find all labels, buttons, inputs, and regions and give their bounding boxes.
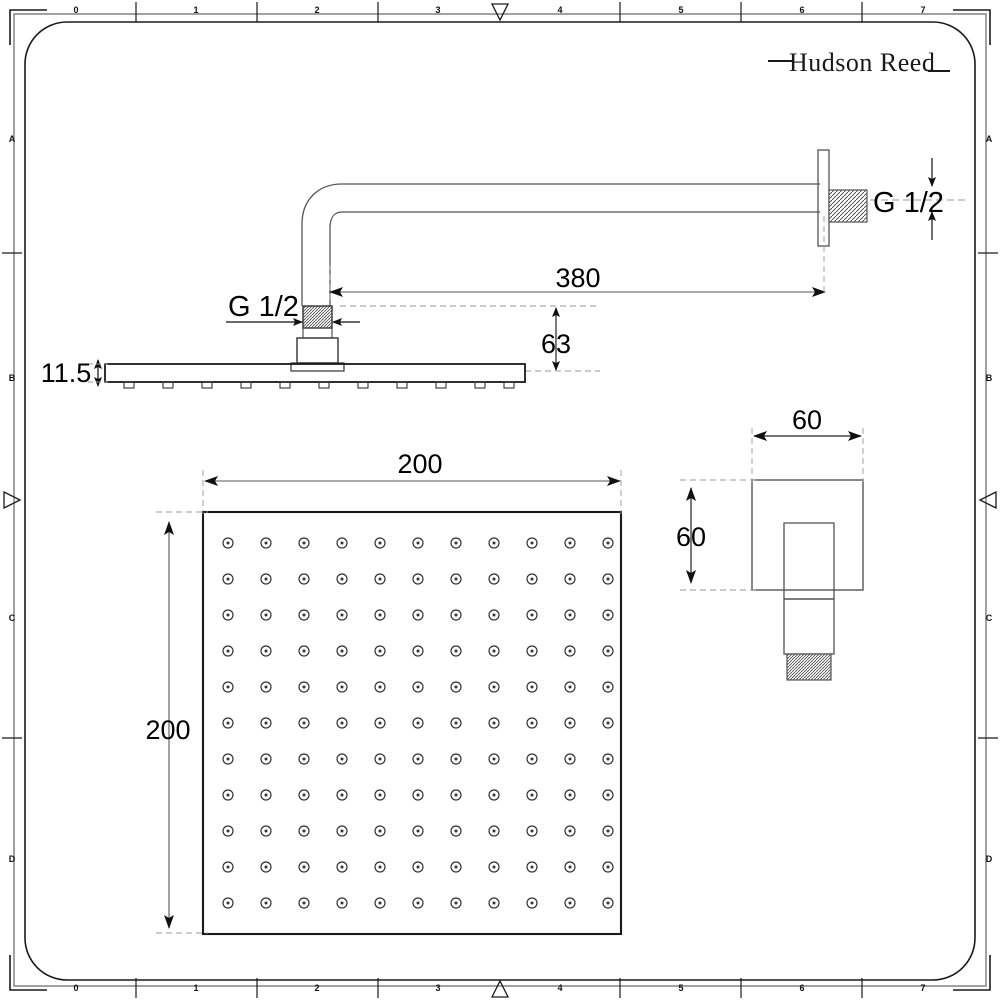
ruler-top-2: 2 (314, 5, 319, 15)
dimension-60-height (680, 479, 756, 591)
nozzle-grid (222, 537, 614, 909)
shower-arm-side-view: G 1/2 G 1/2 (226, 149, 965, 372)
head-outlet-connector (290, 305, 345, 372)
ruler-top-3: 3 (435, 5, 440, 15)
corner-registration-marks (9, 9, 991, 991)
dimension-380 (329, 215, 826, 300)
ruler-top-5: 5 (678, 5, 683, 15)
ruler-top-4: 4 (557, 5, 562, 15)
center-marker-left-icon (3, 490, 22, 510)
dimension-63-label: 63 (541, 329, 571, 359)
center-marker-bottom-icon (490, 979, 510, 998)
ruler-right-c: C (986, 613, 993, 623)
wall-inlet-thread (828, 189, 868, 223)
head-thread-label: G 1/2 (228, 291, 299, 323)
center-marker-top-icon (490, 3, 510, 22)
ruler-left-b: B (9, 373, 16, 383)
head-face-square (201, 510, 623, 936)
wall-thread-label: G 1/2 (873, 187, 944, 219)
ruler-bottom-4: 4 (557, 983, 562, 993)
head-plate-profile (104, 363, 526, 383)
ruler-bottom-7: 7 (920, 983, 925, 993)
ruler-right: A B C D (978, 134, 998, 864)
ruler-left-a: A (9, 134, 16, 144)
dimension-200-height-label: 200 (145, 715, 190, 745)
center-marker-right-icon (978, 490, 997, 510)
brand-name: Hudson Reed (789, 48, 935, 77)
ruler-bottom-1: 1 (193, 983, 198, 993)
dimension-60-width (751, 428, 864, 482)
dimension-11-5 (88, 359, 108, 387)
dimension-11-5-label: 11.5 (41, 358, 92, 388)
ruler-left-c: C (9, 613, 16, 623)
wall-thread-dimension (870, 158, 965, 240)
shower-head-plan-view: 200 200 (145, 449, 623, 936)
outlet-wall-plate (751, 479, 864, 591)
outlet-thread-tip (786, 653, 832, 681)
ruler-right-b: B (986, 373, 993, 383)
wall-outlet-elbow-view: 60 60 (676, 405, 864, 681)
ruler-top-6: 6 (799, 5, 804, 15)
ruler-top: 0 1 2 3 4 5 6 7 (73, 2, 926, 22)
ruler-bottom-2: 2 (314, 983, 319, 993)
ruler-top-0: 0 (73, 5, 78, 15)
outlet-collar (302, 327, 333, 339)
dimension-200-width (202, 470, 622, 514)
ruler-left: A B C D (2, 134, 22, 864)
dimension-63 (340, 305, 600, 372)
dimension-60-height-label: 60 (676, 522, 706, 552)
ruler-bottom-0: 0 (73, 983, 78, 993)
ruler-bottom: 0 1 2 3 4 5 6 7 (73, 978, 926, 998)
ruler-top-1: 1 (193, 5, 198, 15)
ruler-bottom-6: 6 (799, 983, 804, 993)
outlet-spout-upper (783, 522, 835, 600)
dimension-200-height (156, 511, 208, 934)
dimension-60-width-label: 60 (792, 405, 822, 435)
outlet-base (290, 362, 345, 372)
dimension-200-width-label: 200 (397, 449, 442, 479)
arm-elbow-inner (329, 211, 343, 306)
outlet-spout-lower (783, 598, 835, 655)
wall-flange (817, 149, 830, 247)
head-nozzle-tabs (123, 381, 515, 389)
ruler-bottom-5: 5 (678, 983, 683, 993)
brand-logo: Hudson Reed (768, 48, 950, 77)
shower-head-side-view: 11.5 (41, 358, 526, 389)
head-outlet-thread (302, 305, 333, 329)
ruler-top-7: 7 (920, 5, 925, 15)
outlet-body (296, 337, 339, 364)
ruler-right-a: A (986, 134, 993, 144)
dimension-380-label: 380 (555, 263, 600, 293)
arm-elbow-outer (301, 183, 343, 306)
ruler-right-d: D (986, 854, 993, 864)
ruler-bottom-3: 3 (435, 983, 440, 993)
ruler-left-d: D (9, 854, 16, 864)
